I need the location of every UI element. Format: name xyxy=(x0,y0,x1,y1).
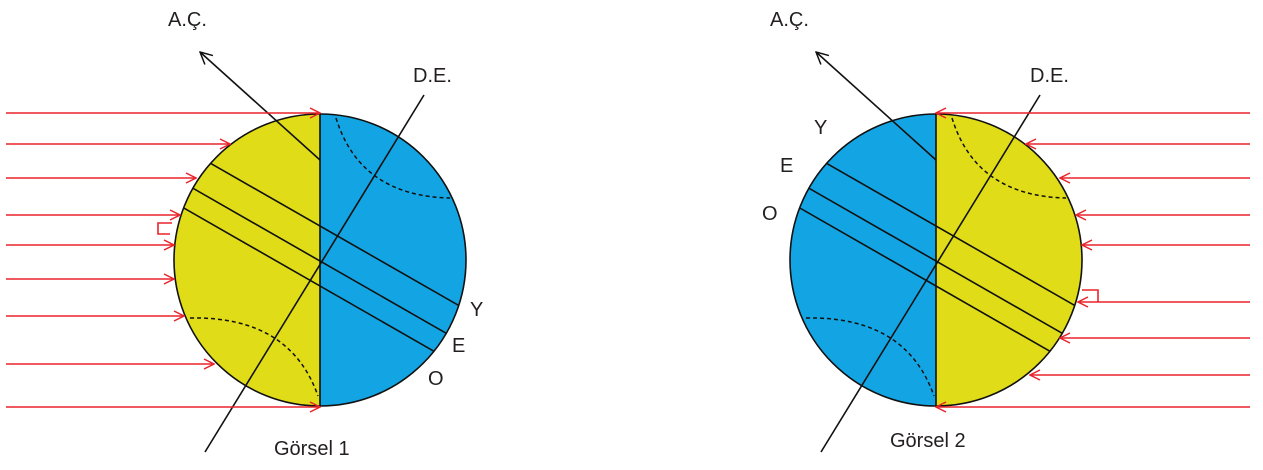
night-half xyxy=(320,114,466,406)
ecliptic-line xyxy=(204,94,425,453)
figure-caption: Görsel 2 xyxy=(890,430,966,452)
sun-rays-2 xyxy=(936,113,1250,407)
antarctic-arc xyxy=(805,317,935,397)
arctic-arc xyxy=(335,117,451,199)
sun-rays-1 xyxy=(6,113,320,407)
ecliptic-label: D.E. xyxy=(413,65,452,87)
zone-label-o: O xyxy=(762,203,778,225)
right-angle-icon xyxy=(1082,289,1099,302)
axis-label: A.Ç. xyxy=(168,9,207,31)
figure-2: A.Ç. D.E. Y E O Görsel 2 xyxy=(762,9,1250,453)
zone-label-o: O xyxy=(428,368,444,390)
figure-caption: Görsel 1 xyxy=(274,438,350,460)
axis-label: A.Ç. xyxy=(770,9,809,31)
ecliptic-label: D.E. xyxy=(1030,65,1069,87)
zone-label-y: Y xyxy=(814,117,827,139)
zone-label-e: E xyxy=(780,155,793,177)
earth-axis-arrow xyxy=(200,52,321,161)
day-half xyxy=(936,114,1082,406)
right-angle-icon xyxy=(157,222,172,235)
zone-label-e: E xyxy=(452,335,465,357)
arctic-arc xyxy=(951,117,1067,199)
figure-1: A.Ç. D.E. Y E O Görsel 1 xyxy=(6,9,483,460)
antarctic-arc xyxy=(189,317,319,397)
zone-label-y: Y xyxy=(470,299,483,321)
day-half xyxy=(174,114,320,406)
night-half xyxy=(790,114,936,406)
ecliptic-line xyxy=(820,94,1041,453)
earth-axis-arrow xyxy=(816,52,937,161)
